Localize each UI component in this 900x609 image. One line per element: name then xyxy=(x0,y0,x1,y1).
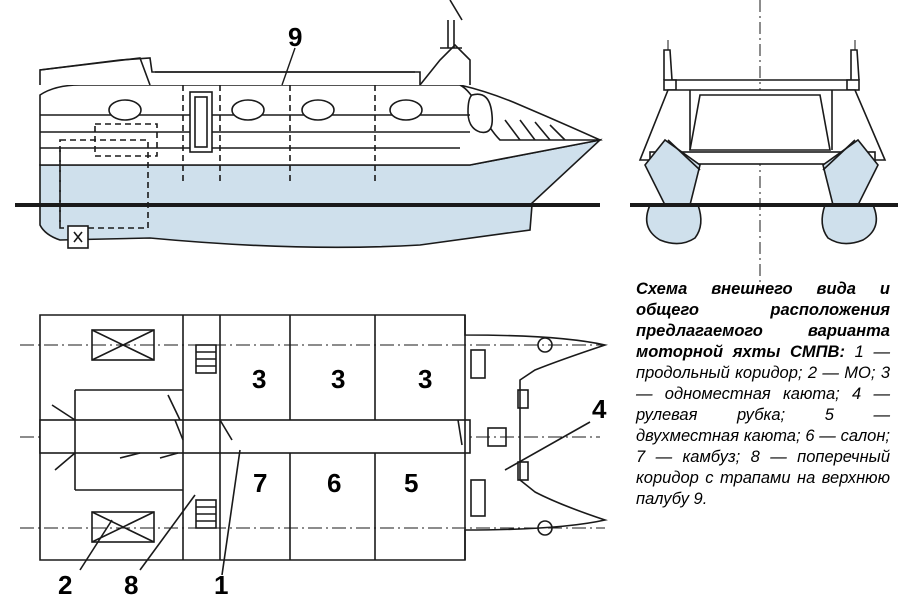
caption-title: Схема внешнего вида и общего расположени… xyxy=(636,280,890,361)
label-cross-corridor: 8 xyxy=(124,570,138,600)
label-cabin-a: 3 xyxy=(252,364,266,394)
caption-block: Схема внешнего вида и общего расположени… xyxy=(636,279,890,510)
label-double-cabin: 5 xyxy=(404,468,418,498)
caption-legend: 1 — продольный коридор; 2 — МО; 3 — одно… xyxy=(636,343,890,508)
side-view xyxy=(15,0,603,249)
front-view xyxy=(630,0,898,290)
label-cabin-c: 3 xyxy=(418,364,432,394)
plan-view xyxy=(20,314,608,576)
label-galley: 7 xyxy=(253,468,267,498)
label-long-corridor: 1 xyxy=(214,570,228,600)
label-saloon: 6 xyxy=(327,468,341,498)
label-cabin-b: 3 xyxy=(331,364,345,394)
label-engine-room: 2 xyxy=(58,570,72,600)
deck-leader-line xyxy=(281,47,296,86)
label-deck-9: 9 xyxy=(288,22,302,52)
label-wheelhouse: 4 xyxy=(592,394,607,424)
